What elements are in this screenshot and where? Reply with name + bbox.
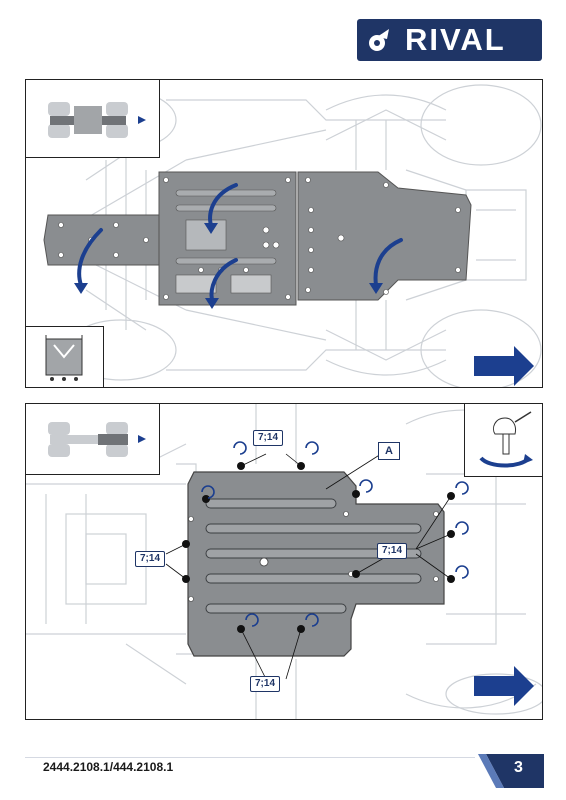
torque-label-bottom: 7;14 — [250, 676, 281, 692]
page-number: 3 — [514, 759, 523, 776]
skid-plate-drawing — [26, 404, 542, 719]
wrench-tightening-inset — [464, 404, 542, 477]
wrench-tightening-icon — [479, 411, 533, 468]
chassis-drawing — [43, 84, 542, 387]
skid-plate-removal-icon — [45, 335, 83, 381]
vehicle-view-inset-bottom — [26, 404, 160, 475]
part-callout-a: A — [378, 442, 400, 460]
brand-emblem-icon — [367, 29, 389, 51]
part-number: 2444.2108.1/444.2108.1 — [43, 760, 174, 774]
torque-label-top: 7;14 — [253, 430, 284, 446]
torque-label-right: 7;14 — [377, 543, 408, 559]
diagram-panel-install: 7;14 7;14 7;14 7;14 A — [25, 403, 543, 720]
torque-label-left: 7;14 — [135, 551, 166, 567]
vehicle-top-view-icon-bottom — [48, 422, 146, 457]
skid-plate-removal-inset — [26, 326, 104, 387]
page-number-badge — [478, 754, 544, 788]
brand-name: RIVAL — [405, 22, 506, 57]
vehicle-view-inset — [26, 80, 160, 158]
exit-direction-arrow-bottom — [474, 666, 534, 706]
diagram-panel-remove — [25, 79, 543, 388]
vehicle-top-view-icon — [48, 102, 146, 138]
exit-direction-arrow — [474, 346, 534, 386]
brand-logo: RIVAL — [357, 19, 542, 61]
footer-divider — [25, 757, 475, 758]
